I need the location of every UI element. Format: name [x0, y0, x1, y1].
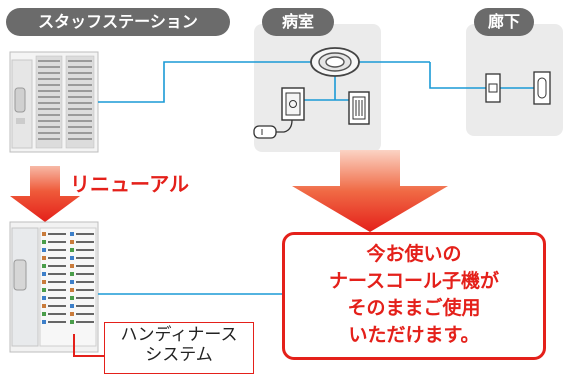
- handy-nurse-connector: [73, 334, 104, 357]
- callout-line-1: 今お使いの: [366, 243, 462, 265]
- patient-room-label: 病室: [262, 8, 334, 36]
- new-master-station: [9, 221, 99, 353]
- ceiling-lamp: [310, 47, 360, 77]
- staff-station-label: スタッフステーション: [6, 8, 230, 36]
- renewal-label: リニューアル: [70, 172, 189, 196]
- callout-line-2: ナースコール子機が: [328, 270, 500, 292]
- callout-line-3: そのままご使用: [347, 297, 481, 319]
- bedside-call-unit: [253, 87, 305, 139]
- callout-box: 今お使いの ナースコール子機が そのままご使用 いただけます。: [282, 232, 546, 360]
- corridor-lamp-unit: [533, 71, 551, 105]
- handy-nurse-line-2: システム: [145, 345, 213, 365]
- center-down-arrow: [292, 150, 448, 232]
- room-call-button: [348, 91, 370, 125]
- handy-nurse-line-1: ハンディナース: [120, 325, 238, 345]
- handy-nurse-system-box: ハンディナース システム: [104, 322, 254, 374]
- corridor-display-unit: [485, 73, 501, 103]
- corridor-label: 廊下: [474, 8, 534, 36]
- callout-line-4: いただけます。: [348, 324, 480, 346]
- old-master-station: [9, 51, 99, 153]
- renewal-arrow: [10, 166, 80, 222]
